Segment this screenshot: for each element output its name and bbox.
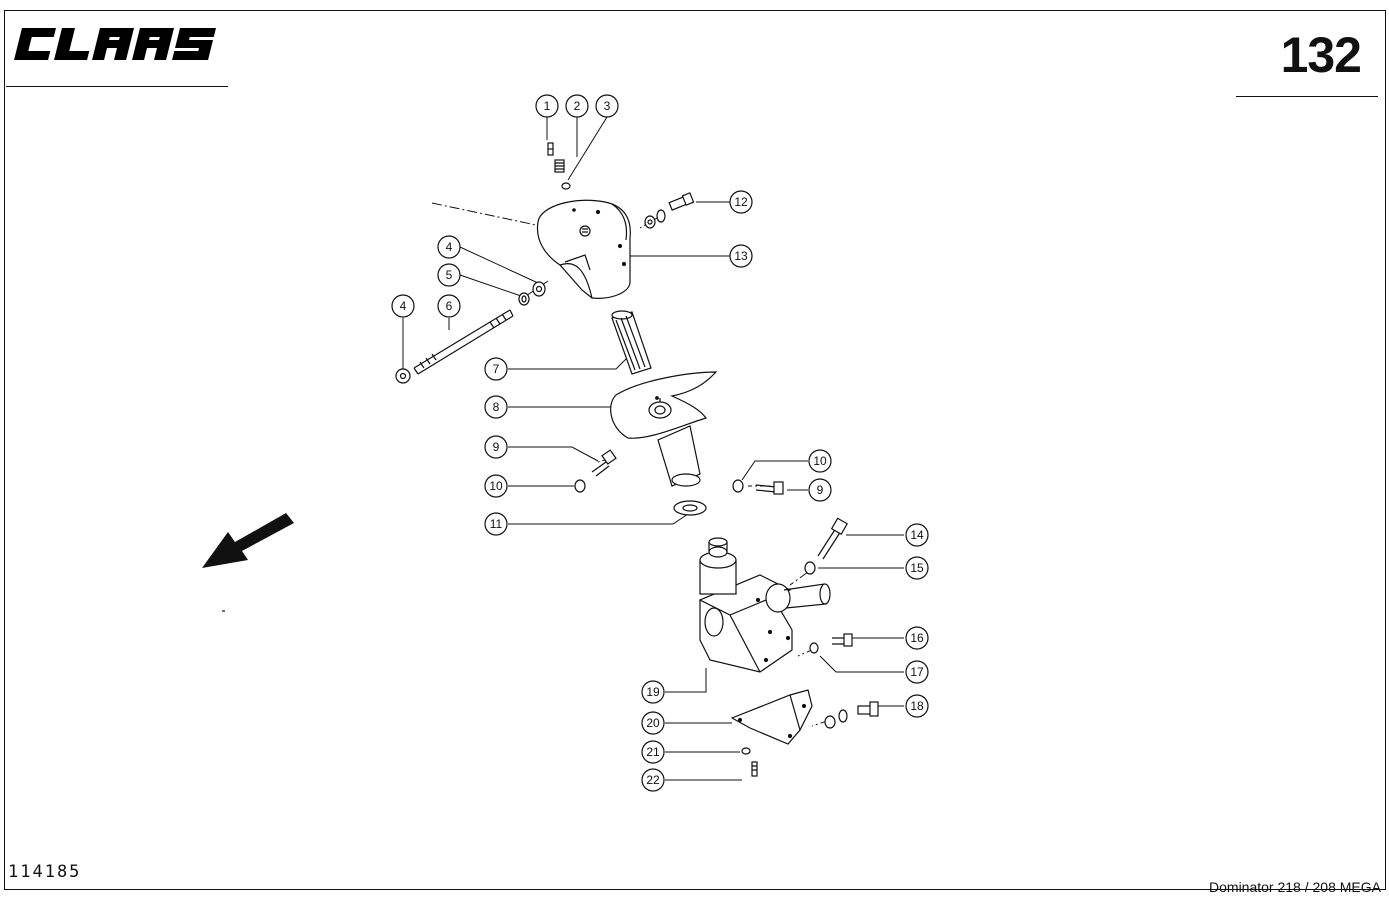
svg-text:21: 21 (646, 745, 660, 759)
callout-3: 3 (595, 94, 619, 118)
part-1-grease-nipple (547, 142, 554, 156)
part-17-washer (809, 642, 819, 654)
callout-17: 17 (905, 660, 929, 684)
svg-text:1: 1 (544, 99, 551, 113)
part-20-bracket (730, 689, 813, 745)
leader-lines (402, 116, 904, 781)
svg-text:13: 13 (734, 249, 748, 263)
part-9-bolt-right (755, 481, 784, 495)
part-14-bolt (817, 517, 849, 560)
callout-4-lower: 4 (391, 294, 415, 318)
part-7-splined-shaft (611, 310, 652, 375)
callout-8: 8 (484, 395, 508, 419)
svg-text:7: 7 (493, 362, 500, 376)
svg-text:2: 2 (574, 99, 581, 113)
callout-markers: 1 2 3 12 4 13 5 4 6 7 8 9 10 10 9 11 14 … (391, 94, 929, 792)
page-number-underline (1236, 96, 1378, 97)
svg-text:16: 16 (910, 631, 924, 645)
document-number: 114185 (8, 862, 82, 882)
svg-text:12: 12 (734, 195, 748, 209)
callout-13: 13 (729, 244, 753, 268)
part-13-housing-cover (536, 199, 631, 299)
callout-6: 6 (437, 294, 461, 318)
part-22-screw (751, 761, 758, 777)
svg-text:18: 18 (910, 699, 924, 713)
part-15-washer (804, 561, 816, 575)
part-19-gearbox (698, 537, 831, 673)
svg-text:14: 14 (910, 528, 924, 542)
svg-text:8: 8 (493, 400, 500, 414)
part-3-o-ring (561, 182, 571, 190)
callout-9-right: 9 (808, 478, 832, 502)
callout-18: 18 (905, 694, 929, 718)
part-11-thrust-washer (673, 500, 707, 516)
part-16-bolt (832, 633, 853, 647)
svg-text:20: 20 (646, 716, 660, 730)
callout-5: 5 (437, 263, 461, 287)
svg-text:5: 5 (446, 268, 453, 282)
callout-11: 11 (484, 512, 508, 536)
part-4-nut-upper (532, 281, 546, 297)
callout-12: 12 (729, 190, 753, 214)
callout-9-left: 9 (484, 435, 508, 459)
part-18-bolt-washer-nut (824, 701, 879, 729)
callout-19: 19 (641, 680, 665, 704)
callout-14: 14 (905, 523, 929, 547)
svg-text:10: 10 (813, 454, 827, 468)
svg-text:22: 22 (646, 773, 660, 787)
part-10-nut-right (732, 479, 744, 493)
svg-text:15: 15 (910, 561, 924, 575)
callout-10-left: 10 (484, 474, 508, 498)
part-21-washer (741, 747, 751, 755)
part-8-crank-arm (610, 371, 718, 487)
page-number: 132 (1280, 27, 1362, 83)
part-12-bolt (644, 192, 695, 229)
callout-16: 16 (905, 626, 929, 650)
part-4-nut-lower (395, 368, 411, 384)
svg-text:3: 3 (604, 99, 611, 113)
callout-21: 21 (641, 740, 665, 764)
svg-text:4: 4 (400, 299, 407, 313)
part-5-washer (518, 292, 530, 306)
part-9-bolt-left (591, 449, 617, 477)
callout-15: 15 (905, 556, 929, 580)
drawing-frame (4, 10, 1386, 890)
svg-text:4: 4 (446, 240, 453, 254)
callout-10-right: 10 (808, 449, 832, 473)
direction-arrow-icon (202, 513, 294, 568)
callout-4-upper: 4 (437, 235, 461, 259)
part-10-nut-left (574, 479, 586, 493)
logo-underline (6, 86, 228, 87)
svg-text:17: 17 (910, 665, 924, 679)
callout-20: 20 (641, 711, 665, 735)
callout-2: 2 (565, 94, 589, 118)
callout-1: 1 (535, 94, 559, 118)
callout-22: 22 (641, 768, 665, 792)
part-6-threaded-rod (413, 309, 514, 375)
claas-logo (14, 28, 217, 60)
svg-text:9: 9 (817, 483, 824, 497)
part-2-threaded-insert (554, 159, 565, 173)
svg-text:10: 10 (489, 479, 503, 493)
svg-text:11: 11 (490, 517, 503, 531)
machine-model: Dominator 218 / 208 MEGA (1209, 879, 1381, 895)
callout-7: 7 (484, 357, 508, 381)
svg-text:6: 6 (446, 299, 453, 313)
svg-text:19: 19 (646, 685, 660, 699)
svg-text:9: 9 (493, 440, 500, 454)
